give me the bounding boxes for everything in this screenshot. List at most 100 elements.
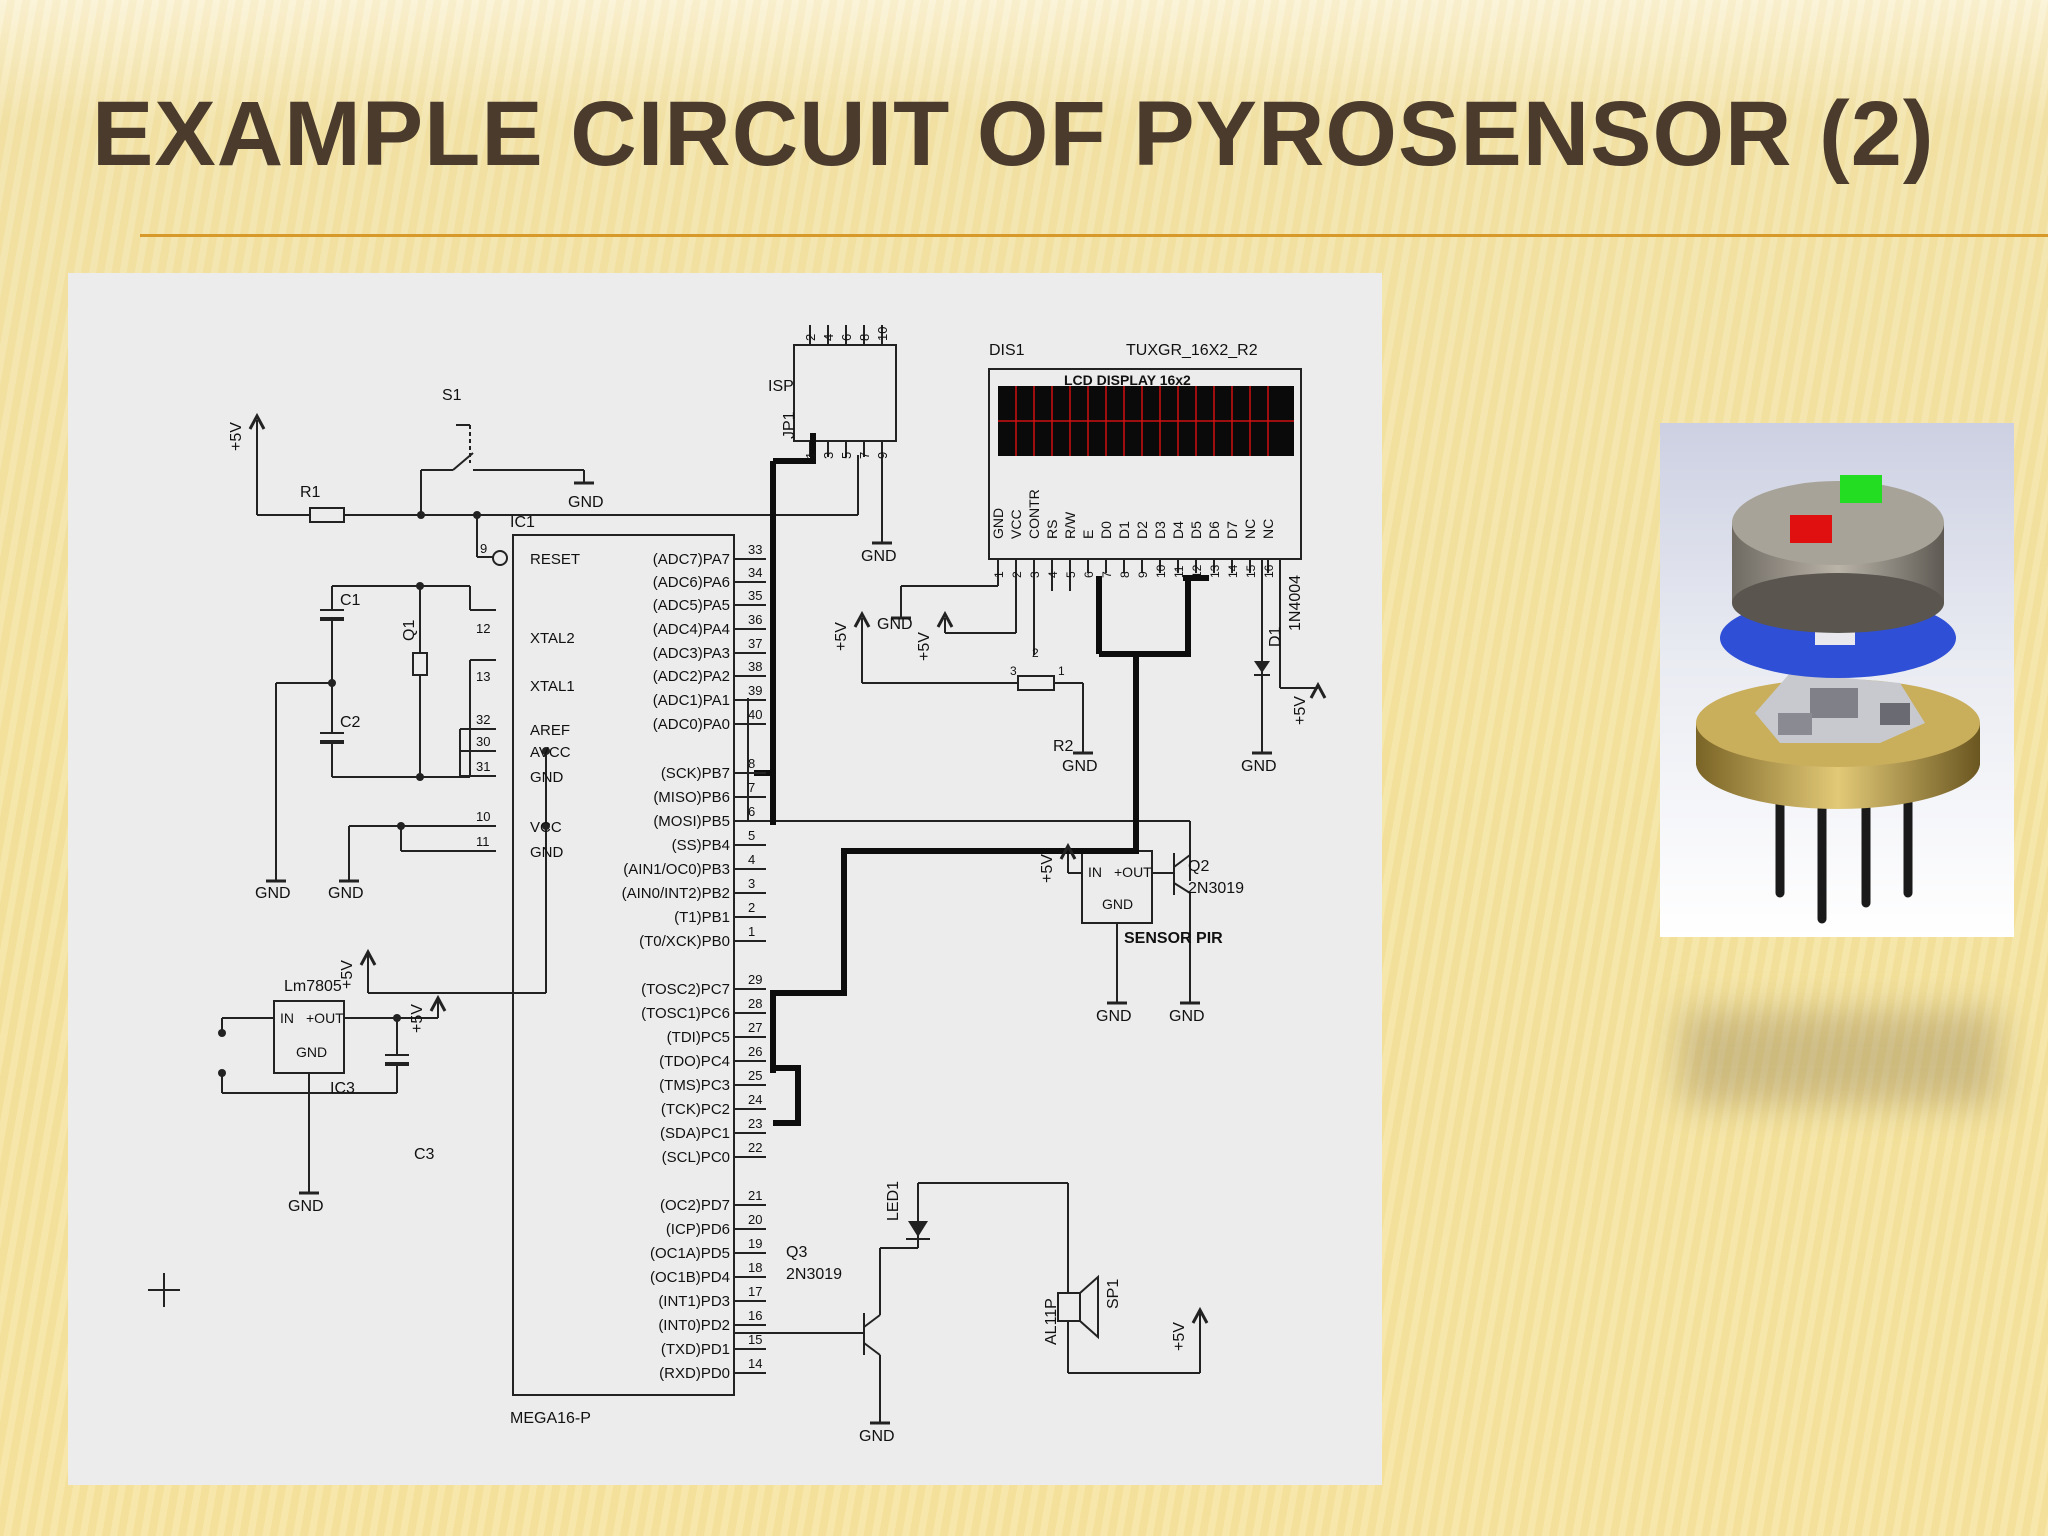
photo-shadow bbox=[1680, 1010, 2000, 1105]
slide-title: EXAMPLE CIRCUIT OF PYROSENSOR (2) bbox=[92, 83, 1935, 185]
lcd-pin-name: D7 bbox=[1224, 521, 1240, 539]
lcd-pin-name: VCC bbox=[1008, 509, 1024, 539]
sensor-in-pin: IN bbox=[1088, 864, 1102, 880]
sensor-gnd-pin: GND bbox=[1102, 896, 1133, 912]
green-window bbox=[1840, 475, 1882, 503]
mcu-pin-name: VCC bbox=[530, 819, 562, 836]
mcu-pin-number: 20 bbox=[748, 1212, 762, 1227]
lcd-caption: LCD DISPLAY 16x2 bbox=[1064, 372, 1191, 388]
lcd-pin-name: D6 bbox=[1206, 521, 1222, 539]
lcd-pin-number: 10 bbox=[1154, 564, 1168, 578]
s1-label: S1 bbox=[442, 387, 462, 404]
sp1-label: SP1 bbox=[1105, 1279, 1122, 1309]
mcu-pin-name: (TCK)PC2 bbox=[661, 1101, 730, 1118]
d1-part-label: 1N4004 bbox=[1287, 575, 1304, 631]
dis1-label: DIS1 bbox=[989, 342, 1025, 359]
gnd-label: GND bbox=[255, 885, 291, 902]
mcu-pin-number: 14 bbox=[748, 1356, 762, 1371]
lcd-pin-name: CONTR bbox=[1026, 489, 1042, 539]
mcu-pin-name: (ICP)PD6 bbox=[666, 1221, 730, 1238]
reg-in-pin: IN bbox=[280, 1010, 294, 1026]
lcd-pin-number: 4 bbox=[1046, 571, 1060, 578]
mcu-pin-number: 27 bbox=[748, 1020, 762, 1035]
lcd-pin-name: D0 bbox=[1098, 521, 1114, 539]
mcu-pin-number: 35 bbox=[748, 588, 762, 603]
mcu-pin-name: (T0/XCK)PB0 bbox=[639, 933, 730, 950]
mcu-pin-number: 24 bbox=[748, 1092, 762, 1107]
dis1-part-label: TUXGR_16X2_R2 bbox=[1126, 342, 1258, 359]
sensor-out-pin: +OUT bbox=[1114, 864, 1152, 880]
mcu-pin-name: XTAL1 bbox=[530, 678, 575, 695]
mcu-pin-name: (ADC5)PA5 bbox=[653, 597, 730, 614]
mcu-pin-name: (ADC0)PA0 bbox=[653, 716, 730, 733]
reg-out-pin: +OUT bbox=[306, 1010, 344, 1026]
jp1-pin-number: 7 bbox=[857, 452, 872, 459]
vcc-label: +5V bbox=[228, 422, 245, 451]
mcu-pin-number: 32 bbox=[476, 712, 490, 727]
d1-label: D1 bbox=[1267, 626, 1284, 647]
mcu-pin-number: 12 bbox=[476, 621, 490, 636]
lcd-pin-number: 3 bbox=[1028, 571, 1042, 578]
led1-label: LED1 bbox=[885, 1181, 902, 1221]
mcu-pin-name: (ADC6)PA6 bbox=[653, 574, 730, 591]
reg-gnd-pin: GND bbox=[296, 1044, 327, 1060]
jp1-pin-number: 9 bbox=[875, 452, 890, 459]
mcu-pin-number: 11 bbox=[476, 834, 490, 849]
mcu-pin-name: (AIN1/OC0)PB3 bbox=[623, 861, 730, 878]
gnd-label: GND bbox=[859, 1428, 895, 1445]
mcu-pin-name: (TMS)PC3 bbox=[659, 1077, 730, 1094]
mcu-pin-name: GND bbox=[530, 844, 564, 861]
pyroelectric-sensor-icon bbox=[1696, 475, 1980, 924]
mcu-pin-name: (ADC4)PA4 bbox=[653, 621, 730, 638]
mcu-pin-number: 7 bbox=[748, 780, 755, 795]
mcu-pin-number: 38 bbox=[748, 659, 762, 674]
lcd-pin-name: GND bbox=[990, 508, 1006, 539]
circuit-schematic: +5V +5V +5V +5V +5V +5V +5V +5V GND GND … bbox=[68, 273, 1382, 1485]
mcu-pin-name: RESET bbox=[530, 551, 580, 568]
mcu-pin-name: (ADC2)PA2 bbox=[653, 668, 730, 685]
vcc-label: +5V bbox=[409, 1004, 426, 1033]
r2-label: R2 bbox=[1053, 738, 1074, 755]
mcu-pin-number: 15 bbox=[748, 1332, 762, 1347]
mcu-pin-number: 8 bbox=[748, 756, 755, 771]
mcu-pin-number: 13 bbox=[476, 669, 490, 684]
q3-part-label: 2N3019 bbox=[786, 1266, 842, 1283]
pot-pin-number: 1 bbox=[1058, 664, 1065, 678]
ic1-label: IC1 bbox=[510, 514, 535, 531]
lcd-pin-name: D1 bbox=[1116, 521, 1132, 539]
lcd-pin-name: E bbox=[1080, 530, 1096, 539]
lcd-pin-name: RS bbox=[1044, 520, 1060, 539]
vcc-label: +5V bbox=[916, 632, 933, 661]
lcd-pin-number: 2 bbox=[1010, 571, 1024, 578]
jp1-pin-number: 4 bbox=[821, 334, 836, 341]
mcu-pin-name: (ADC1)PA1 bbox=[653, 692, 730, 709]
mcu-pin-name: AVCC bbox=[530, 744, 571, 761]
lcd-pin-number: 14 bbox=[1226, 564, 1240, 578]
lcd-pin-number: 11 bbox=[1172, 565, 1186, 578]
mcu-pin-number: 39 bbox=[748, 683, 762, 698]
jp1-pin-number: 3 bbox=[821, 452, 836, 459]
lcd-pin-number: 1 bbox=[992, 571, 1006, 578]
mcu-pin-name: (TOSC1)PC6 bbox=[641, 1005, 730, 1022]
mcu-pin-number: 25 bbox=[748, 1068, 762, 1083]
lcd-pin-name: D2 bbox=[1134, 521, 1150, 539]
gnd-label: GND bbox=[1169, 1008, 1205, 1025]
sensor-chip-assembly bbox=[1755, 673, 1925, 743]
lcd-pin-number: 16 bbox=[1262, 564, 1276, 578]
jp1-pin-number: 10 bbox=[875, 327, 890, 341]
mcu-pin-name: (SDA)PC1 bbox=[660, 1125, 730, 1142]
mcu-pin-number: 34 bbox=[748, 565, 762, 580]
mcu-pin-name: (OC1A)PD5 bbox=[650, 1245, 730, 1262]
mcu-pin-number: 40 bbox=[748, 707, 762, 722]
gnd-label: GND bbox=[861, 548, 897, 565]
lcd-pin-name: D5 bbox=[1188, 521, 1204, 539]
mcu-pin-name: (TDI)PC5 bbox=[667, 1029, 730, 1046]
mcu-pin-number: 10 bbox=[476, 809, 490, 824]
mcu-pin-number: 6 bbox=[748, 804, 755, 819]
mcu-pin-name: (MISO)PB6 bbox=[653, 789, 730, 806]
mcu-pin-number: 16 bbox=[748, 1308, 762, 1323]
pyrosensor-photo bbox=[1660, 423, 2014, 937]
mcu-pin-name: (ADC7)PA7 bbox=[653, 551, 730, 568]
lcd-pin-number: 13 bbox=[1208, 564, 1222, 578]
mcu-pin-number: 37 bbox=[748, 636, 762, 651]
